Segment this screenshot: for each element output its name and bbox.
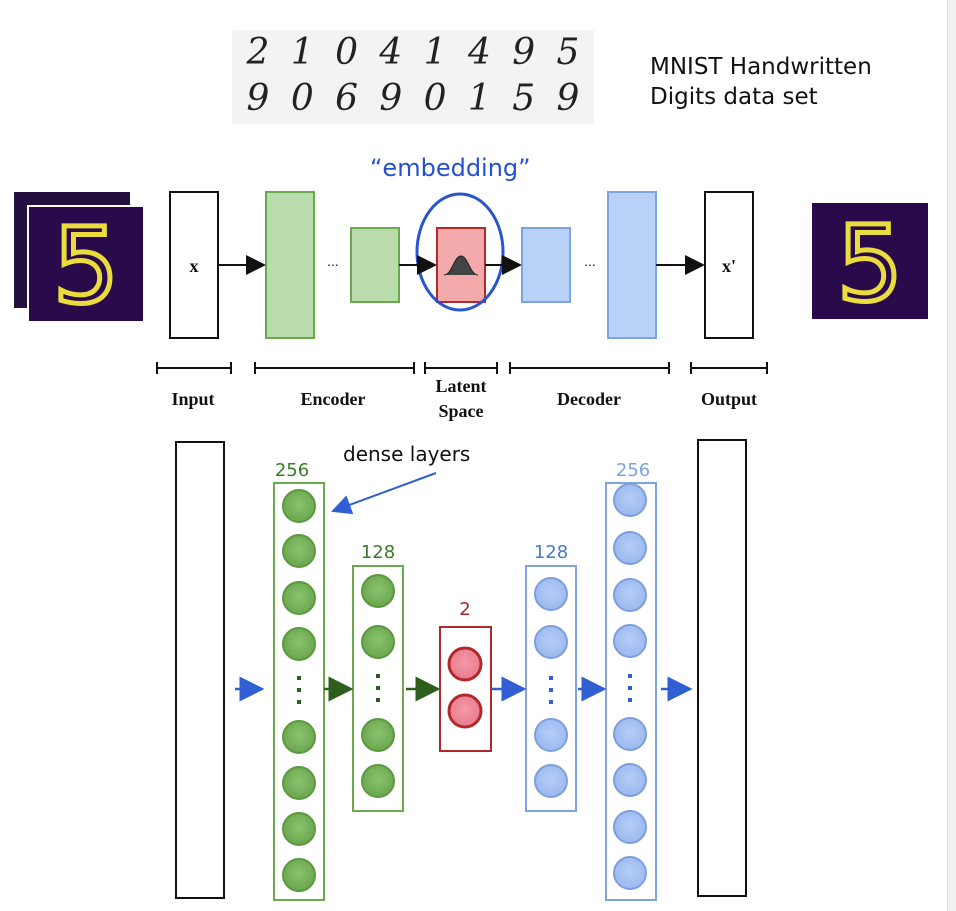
gaussian-curve-icon [443,255,479,276]
digit: 1 [423,32,447,73]
output-block [704,191,754,339]
neuron [613,763,647,797]
neuron [447,646,483,682]
digit: 4 [379,32,403,73]
neuron [613,856,647,890]
input-digit-images: 5 [14,192,145,330]
decoder-256-ellipsis [628,674,632,702]
mnist-row-2: 9 0 6 9 0 1 5 9 [232,78,594,119]
neuron [282,534,316,568]
neuron [534,577,568,611]
digit: 9 [512,32,536,73]
encoder-256-ellipsis [297,676,301,704]
section-label-decoder: Decoder [557,389,621,409]
layer-size-enc2: 128 [361,542,395,563]
encoder-128-ellipsis [376,674,380,702]
input-digit: 5 [53,205,119,327]
encoder-block-small [350,227,400,303]
digit: 0 [423,78,447,119]
neuron [613,483,647,517]
neuron [282,581,316,615]
decoder-block-large [607,191,657,339]
digit: 1 [467,78,491,119]
layer-size-dec2: 256 [616,460,650,481]
neuron [361,574,395,608]
embedding-ring [415,192,505,312]
neuron [282,858,316,892]
digit: 0 [290,78,314,119]
latent-layer-2 [439,626,492,752]
encoder-128-nodes [361,574,395,798]
digit: 9 [556,78,580,119]
embedding-label: “embedding” [370,154,531,182]
neuron [534,764,568,798]
digit: 5 [556,32,580,73]
digit: 2 [246,32,270,73]
decoder-ellipsis: ... [584,253,596,269]
neuron [361,625,395,659]
decoder-block-small [521,227,571,303]
digit: 9 [246,78,270,119]
decoder-128-nodes [534,577,568,798]
neuron [361,764,395,798]
neuron [613,810,647,844]
page-scrollbar[interactable] [947,0,956,911]
latent-nodes [447,646,483,729]
input-symbol: x [190,256,199,276]
decoder-256-nodes [613,483,647,890]
neuron [282,627,316,661]
layer-size-enc1: 256 [275,460,309,481]
digit: 0 [335,32,359,73]
layer-size-latent: 2 [459,599,470,620]
digit: 5 [512,78,536,119]
neuron [361,718,395,752]
neuron [447,693,483,729]
section-brackets [156,362,768,374]
section-label-latent: Latent [436,376,487,396]
encoder-256-nodes [282,489,316,892]
digit: 9 [379,78,403,119]
input-layer [175,441,225,899]
dense-layers-pointer-arrow [331,472,437,515]
section-label-space: Space [439,401,484,421]
section-label-input: Input [171,389,214,409]
encoder-ellipsis: ... [327,253,339,269]
digit: 1 [290,32,314,73]
dense-layers-label: dense layers [343,442,471,466]
output-layer [697,439,747,897]
neuron [613,717,647,751]
decoder-128-ellipsis [549,676,553,704]
layer-size-dec1: 128 [534,542,568,563]
neuron [282,720,316,754]
neuron [613,578,647,612]
neuron [534,718,568,752]
neuron [613,624,647,658]
output-image [812,203,928,319]
neuron [282,766,316,800]
digit: 6 [335,78,359,119]
dataset-caption: MNIST Handwritten Digits data set [650,54,872,110]
neuron [282,489,316,523]
section-label-encoder: Encoder [301,389,366,409]
neuron [534,625,568,659]
digit: 4 [467,32,491,73]
mnist-row-1: 2 1 0 4 1 4 9 5 [232,32,594,73]
mnist-sample-image: 2 1 0 4 1 4 9 5 9 0 6 9 0 1 5 9 [232,30,594,124]
output-symbol: x' [722,256,736,276]
encoder-block-large [265,191,315,339]
neuron [282,812,316,846]
output-digit: 5 [837,203,903,325]
neuron [613,531,647,565]
input-image-front [27,205,145,323]
output-digit-image: 5 [812,201,928,328]
section-label-output: Output [701,389,757,409]
